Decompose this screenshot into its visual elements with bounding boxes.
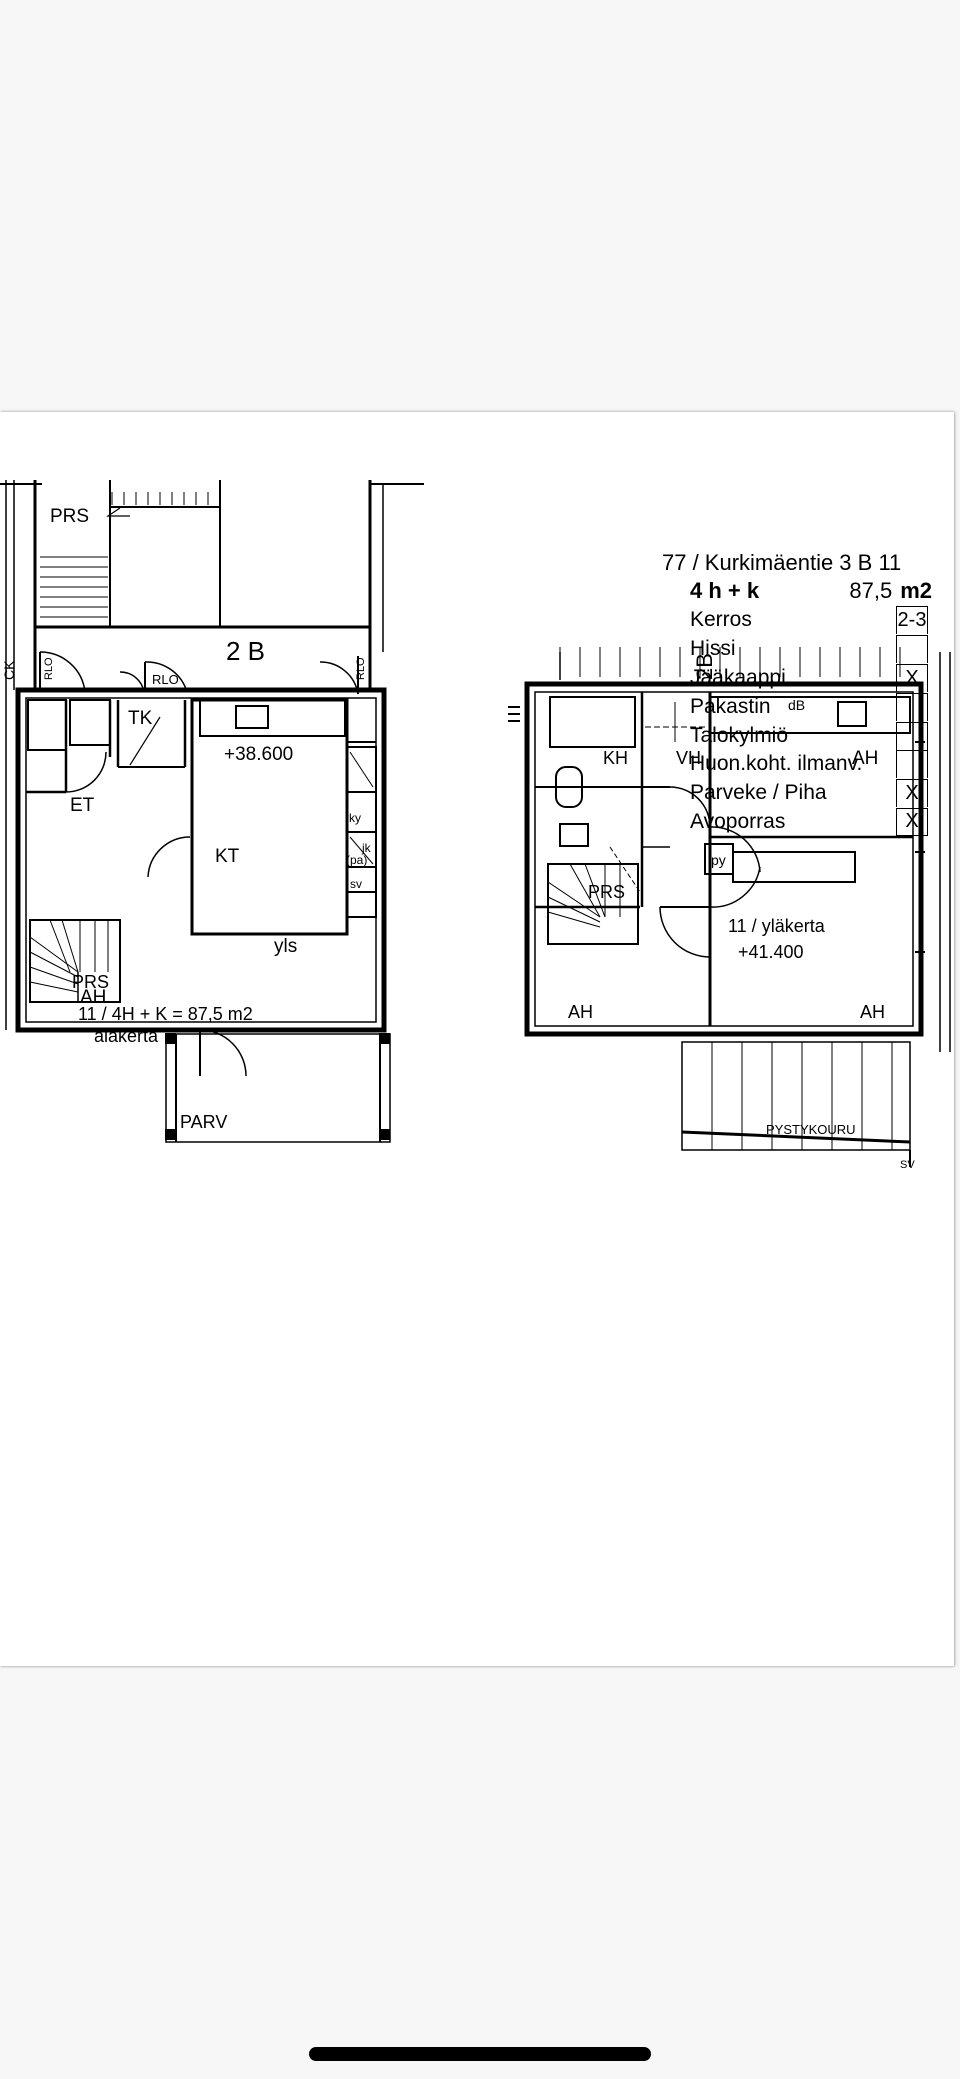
upper-wc-label: VH [676,748,701,768]
lower-floor-name: alakerta [94,1026,159,1046]
lower-pa-label: (pa) [346,853,367,867]
apartment-address: 77 / Kurkimäentie 3 B 11 [662,550,902,575]
feature-row: Talokylmiö [662,721,932,750]
feature-row: Parveke / Piha X [662,779,932,808]
feature-row: Avoporras X [662,807,932,837]
feature-row: Huon.koht. ilmanv. [662,750,932,779]
upper-stair-label: PRS [588,882,625,902]
lower-building-label: 2 B [226,636,265,666]
feature-label: Huon.koht. ilmanv. [690,752,863,776]
apartment-type: 4 h + k [690,578,760,603]
lower-level-label: +38.600 [224,744,293,765]
upper-bedroom-top-label: AH [852,748,878,769]
feature-label: Jääkaappi [690,665,786,689]
lower-ck-label: CK [1,660,17,680]
feature-label: Avoporras [690,809,786,833]
apartment-summary: 4 h + k 87,5 m2 [662,578,932,606]
lower-rlo-left-label: RLO [43,657,55,680]
lower-living-label: AH [80,987,106,1008]
feature-value: X [896,779,928,808]
lower-yls-label: yls [274,936,297,957]
apartment-area-unit: m2 [900,578,932,603]
feature-value [896,635,928,664]
apartment-info-box: 77 / Kurkimäentie 3 B 11 4 h + k 87,5 m2… [662,550,932,836]
lower-tk-label: TK [128,708,153,729]
home-indicator-bar[interactable] [309,2047,651,2061]
lower-balcony-label: PARV [180,1112,227,1132]
feature-value [896,721,928,750]
upper-bedroom-left-label: AH [568,1002,593,1022]
feature-label: Kerros [690,608,752,632]
feature-value [896,750,928,779]
feature-label: Talokylmiö [690,723,789,747]
floorplan-drawing: PRS 2 B RLO RLO RLO CK TK +38.600 KT ky … [0,480,951,1171]
feature-label: Pakastin [690,694,771,718]
upper-laundry-label: py [711,852,726,868]
feature-value: X [896,807,928,836]
upper-sv-label: SV [900,1159,915,1171]
lower-kitchen-label: KT [215,846,240,867]
lower-stair-label: PRS [72,972,109,992]
lower-sv-label: sv [350,877,362,891]
upper-gutter-label: PYSTYKOURU [766,1122,856,1137]
feature-label: Hissi [690,637,736,661]
upper-bath-label: KH [603,748,628,768]
upper-level-label: +41.400 [738,942,804,962]
lower-rlo-right-label: RLO [355,657,367,680]
feature-row: Pakastin [662,692,932,721]
feature-label: Parveke / Piha [690,781,827,805]
lower-apartment-line: 11 / 4H + K = 87,5 m2 [78,1004,253,1024]
upper-building-label: 2B [692,653,717,680]
apartment-area: 87,5 [849,578,893,603]
feature-value [896,692,928,721]
feature-value: 2-3 [896,606,928,635]
feature-row: Jääkaappi X [662,663,932,693]
upper-bedroom-right-label: AH [860,1002,885,1022]
lower-et-label: ET [70,795,95,816]
floorplan-sheet: PRS 2 B RLO RLO RLO CK TK +38.600 KT ky … [0,412,954,1666]
lower-stair-top-label: PRS [50,506,89,527]
lower-ky-label: ky [349,811,361,825]
lower-rlo-mid-label: RLO [152,672,179,687]
upper-db-label: dB [788,697,805,713]
feature-row: Kerros 2-3 [662,606,932,635]
feature-value: X [896,663,928,692]
lower-jk-label: jk [361,841,372,855]
upper-apartment-line: 11 / yläkerta [728,916,826,936]
feature-row: Hissi [662,635,932,664]
